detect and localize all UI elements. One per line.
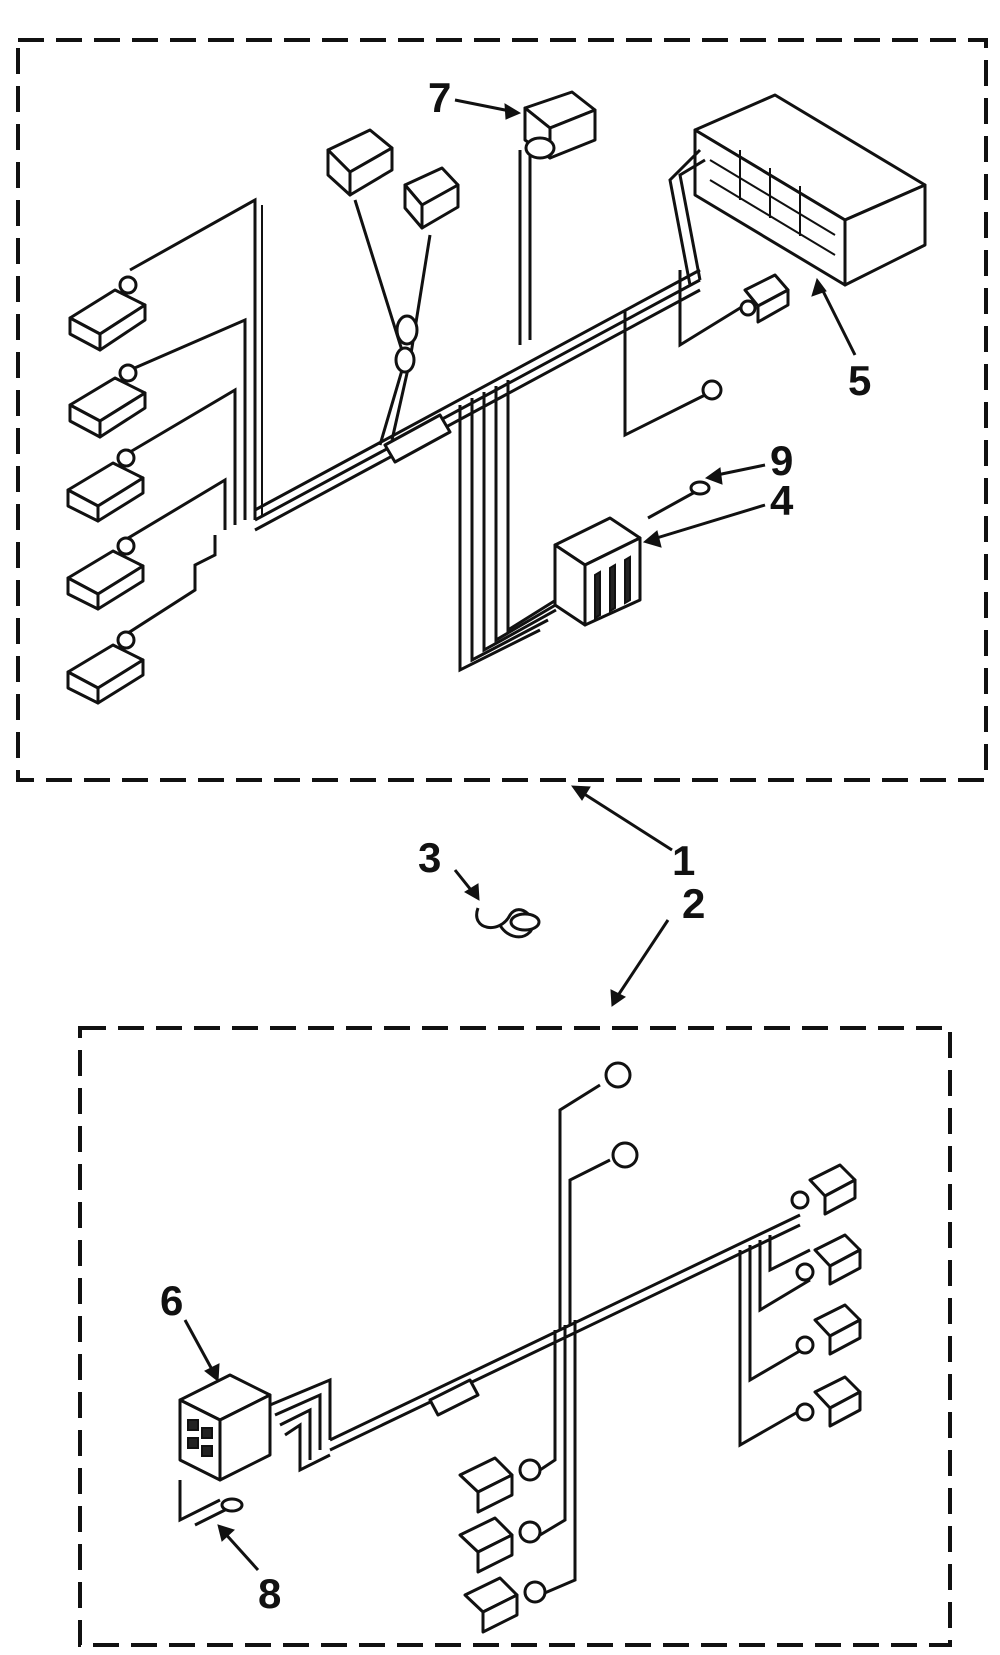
callout-1-leader <box>570 785 673 852</box>
upper-dashed-frame <box>16 38 988 782</box>
lower-bottom-connector-2 <box>458 1516 542 1574</box>
callout-7-leader <box>454 98 522 120</box>
upper-right-drops <box>623 270 790 438</box>
wire-tie-part-3 <box>475 907 541 939</box>
callout-8-leader <box>217 1524 260 1572</box>
upper-pin-part-9 <box>647 480 711 520</box>
upper-branch-to-part-7 <box>518 90 597 345</box>
callout-8: 8 <box>258 1570 281 1617</box>
callout-7: 7 <box>428 74 451 121</box>
callout-6: 6 <box>160 1277 183 1324</box>
upper-plug-1 <box>68 275 147 352</box>
callout-4-leader <box>642 503 766 548</box>
callout-9-leader <box>704 463 766 485</box>
lower-right-connector-3 <box>795 1303 862 1356</box>
lower-harness-assembly: 6 8 <box>78 1026 952 1647</box>
callout-3: 3 <box>418 834 441 881</box>
upper-plug-2 <box>68 363 147 439</box>
upper-harness-assembly: 7 5 9 4 <box>16 38 988 782</box>
lower-ring-terminal-branch <box>558 1061 639 1330</box>
lower-connector-part-6 <box>178 1373 272 1482</box>
upper-connector-part-4 <box>553 516 642 627</box>
lower-bottom-connector-3 <box>463 1576 547 1634</box>
lower-part-8 <box>194 1497 244 1527</box>
lower-wires-from-part-6 <box>178 1377 332 1523</box>
callout-9: 9 <box>770 437 793 484</box>
upper-bundle-to-part-4 <box>458 380 573 673</box>
lower-dashed-frame <box>78 1026 952 1647</box>
middle-callouts: 1 2 3 <box>418 785 705 1007</box>
callout-6-leader <box>183 1319 220 1382</box>
upper-main-trunk <box>254 268 701 532</box>
upper-plug-5 <box>66 630 145 705</box>
callout-2: 2 <box>682 880 705 927</box>
upper-plug-4 <box>66 536 145 611</box>
callout-5: 5 <box>848 357 871 404</box>
lower-right-connector-4 <box>795 1375 862 1428</box>
upper-terminal-block-part-5 <box>668 93 927 287</box>
lower-right-connector-2 <box>795 1233 862 1286</box>
callout-4: 4 <box>770 477 794 524</box>
callout-5-leader <box>811 277 857 356</box>
lower-right-connector-1 <box>790 1163 857 1216</box>
upper-plug-3 <box>66 448 145 523</box>
callout-2-leader <box>610 919 670 1007</box>
lower-bottom-connector-1 <box>458 1456 542 1514</box>
callout-3-leader <box>453 869 480 901</box>
upper-left-bundle <box>124 197 263 637</box>
lower-right-branch <box>738 1235 811 1448</box>
callout-1: 1 <box>672 837 695 884</box>
lower-bottom-branch <box>539 1320 577 1597</box>
upper-y-branch <box>326 128 460 446</box>
